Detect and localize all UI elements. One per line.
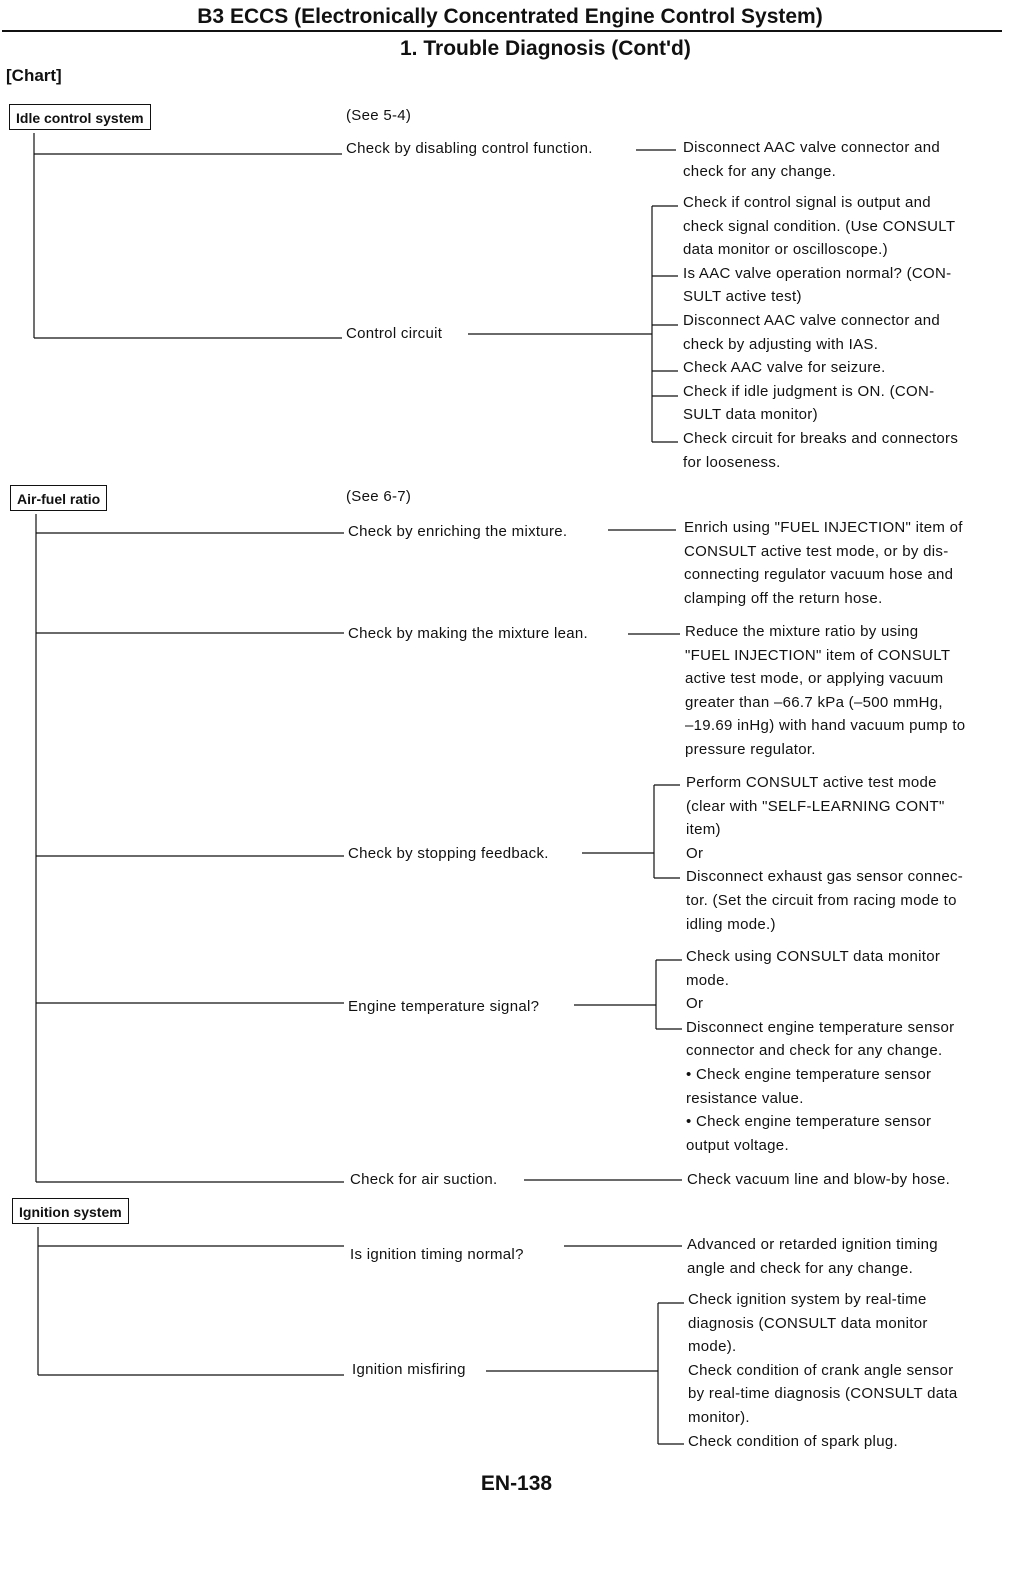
idle-control-system-box: Idle control system (9, 104, 151, 130)
ignition-timing: Is ignition timing normal? (350, 1246, 524, 1263)
ignition-system-box: Ignition system (12, 1198, 129, 1224)
airfuel-enrich-result: Enrich using "FUEL INJECTION" item of CO… (684, 519, 963, 607)
air-fuel-ratio-box: Air-fuel ratio (10, 485, 108, 511)
document-title: B3 ECCS (Electronically Concentrated Eng… (197, 5, 823, 28)
airfuel-see-reference: (See 6-7) (346, 488, 412, 505)
airfuel-feedback-result: Perform CONSULT active test mode (clear … (686, 774, 964, 933)
airfuel-air-suction: Check for air suction. (350, 1171, 498, 1188)
airfuel-suction-result: Check vacuum line and blow-by hose. (687, 1171, 951, 1188)
idle-see-reference: (See 5-4) (346, 107, 412, 124)
airfuel-lean-result: Reduce the mixture ratio by using "FUEL … (685, 623, 966, 758)
ignition-misfire-items: Check ignition system by real-time diagn… (688, 1291, 958, 1450)
idle-check-disable: Check by disabling control function. (346, 140, 593, 157)
title-rule (2, 30, 1002, 32)
page-number: EN-138 (480, 1472, 553, 1495)
idle-control-circuit: Control circuit (346, 325, 443, 342)
idle-disable-result: Disconnect AAC valve connector and check… (683, 139, 941, 180)
idle-circuit-items: Check if control signal is output and ch… (683, 194, 959, 471)
airfuel-temp-signal: Engine temperature signal? (348, 998, 540, 1015)
ignition-timing-result: Advanced or retarded ignition timing ang… (687, 1236, 938, 1277)
section-subtitle: 1. Trouble Diagnosis (Cont'd) (400, 37, 691, 60)
airfuel-temp-result: Check using CONSULT data monitor mode. O… (686, 948, 955, 1154)
ignition-misfiring: Ignition misfiring (352, 1361, 466, 1378)
airfuel-enrich: Check by enriching the mixture. (348, 523, 568, 540)
chart-label: [Chart] (6, 66, 62, 85)
airfuel-lean: Check by making the mixture lean. (348, 625, 589, 642)
airfuel-feedback: Check by stopping feedback. (348, 845, 549, 862)
